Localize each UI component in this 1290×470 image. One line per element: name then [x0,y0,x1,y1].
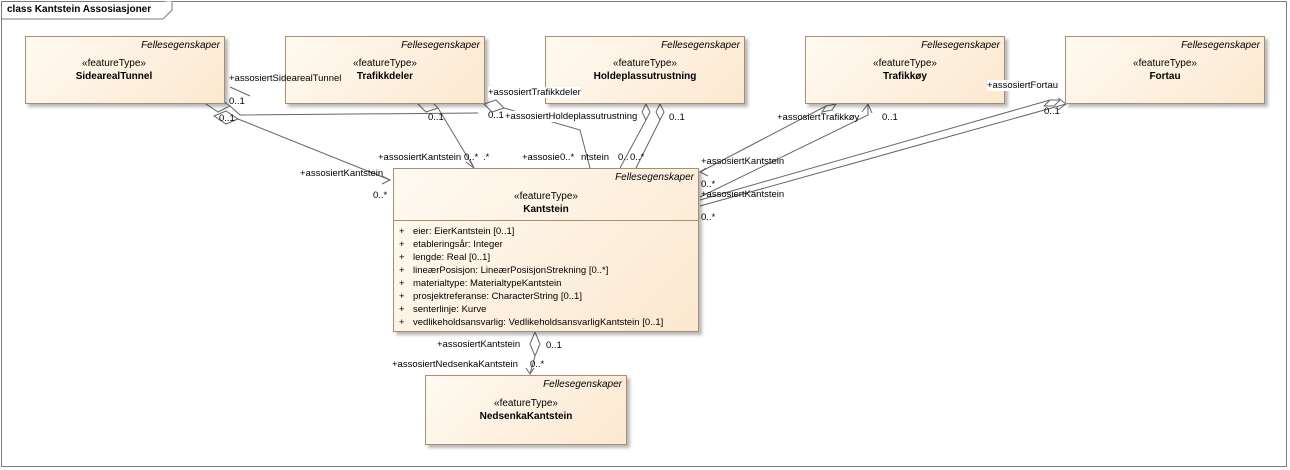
class-sidearealtunnel[interactable]: Fellesegenskaper «featureType» Sideareal… [25,36,225,104]
class-name: NedsenkaKantstein [479,411,573,422]
class-name: Trafikkøy [883,71,927,82]
class-name: Fortau [1149,71,1181,82]
class-stereotype: «featureType» [873,58,937,69]
multiplicity-label: 0..* [373,190,388,201]
association-fortau-kantstein-2 [699,103,1067,207]
class-stereotype: «featureType» [613,58,677,69]
class-tag: Fellesegenskaper [141,40,220,51]
attribute-row: +vedlikeholdsansvarlig: Vedlikeholdsansv… [399,317,664,328]
class-stereotype: «featureType» [514,191,578,202]
class-tag: Fellesegenskaper [1181,40,1260,51]
role-label: +assosie [522,152,560,163]
multiplicity-label: 0..* [530,359,545,370]
class-tag: Fellesegenskaper [661,40,740,51]
class-tag: Fellesegenskaper [921,40,1000,51]
multiplicity-label: 0..* [630,152,645,163]
role-label: +assosiertSidearealTunnel [229,73,342,84]
association-trafikkoy-kantstein-2 [699,104,869,198]
attribute-row: +materialtype: MaterialtypeKantstein [399,278,562,289]
association-sidearealtunnel-kantstein-2 [212,110,391,181]
role-label: +assosiertKantstein [300,168,384,179]
multiplicity-label: 0..1 [882,112,898,123]
class-trafikkoy[interactable]: Fellesegenskaper «featureType» Trafikkøy [805,36,1005,104]
association-holdeplassutrustning-kantstein-2 [635,102,665,169]
role-label: +assosiertKantstein [378,152,462,163]
class-tag: Fellesegenskaper [401,40,480,51]
multiplicity-label: 0..1 [546,340,562,351]
association-trafikkoy-kantstein-1 [699,103,838,173]
attribute-row: +prosjektreferanse: CharacterString [0..… [399,291,582,302]
multiplicity-label: 0..* [464,152,479,163]
class-holdeplassutrustning[interactable]: Fellesegenskaper «featureType» Holdeplas… [545,36,745,104]
class-fortau[interactable]: Fellesegenskaper «featureType» Fortau [1065,36,1265,104]
association-holdeplassutrustning-kantstein-1 [619,102,651,169]
class-name: SidearealTunnel [75,71,153,82]
class-name: Kantstein [523,204,569,215]
attribute-compartment: +eier: EierKantstein [0..1] +etablerings… [394,220,698,331]
role-label: ntstein [581,152,609,163]
class-stereotype: «featureType» [494,398,558,409]
multiplicity-label: 0..1 [219,113,235,124]
class-nedsenkakantstein[interactable]: Fellesegenskaper «featureType» NedsenkaK… [425,375,627,445]
association-fortau-kantstein-1 [699,99,1062,201]
role-label: +assosiertKantstein [701,156,785,167]
class-name: Holdeplassutrustning [593,71,697,82]
attribute-row: +eier: EierKantstein [0..1] [399,226,515,237]
role-label: +assosiertFortau [987,80,1059,91]
attribute-row: +lengde: Real [0..1] [399,252,491,263]
role-label: +assosiertKantstein [437,339,521,350]
role-label: +assosiertNedsenkaKantstein [392,359,518,370]
multiplicity-label: 0..1 [229,96,245,107]
multiplicity-label: 0..1 [428,112,444,123]
role-label: +assosiertTrafikkdeler [488,87,581,98]
multiplicity-label: 0..1 [669,112,685,123]
role-label: +assosiertTrafikkøy [777,112,860,123]
attribute-row: +senterlinje: Kurve [399,304,487,315]
class-kantstein[interactable]: Fellesegenskaper «featureType» Kantstein… [393,168,699,332]
role-label: +assosiertKantstein [701,189,785,200]
multiplicity-label: .* [483,152,490,163]
multiplicity-label: 0..* [560,152,575,163]
multiplicity-label: 0..* [701,179,716,190]
multiplicity-label: 0..1 [488,110,504,121]
class-stereotype: «featureType» [353,58,417,69]
class-trafikkdeler[interactable]: Fellesegenskaper «featureType» Trafikkde… [285,36,485,104]
class-stereotype: «featureType» [82,58,146,69]
class-stereotype: «featureType» [1133,58,1197,69]
attribute-row: +etableringsår: Integer [399,239,503,250]
diagram-title: class Kantstein Assosiasjoner [7,4,152,15]
class-tag: Fellesegenskaper [543,379,622,390]
attribute-row: +lineærPosisjon: LineærPosisjonStrekning… [399,265,609,276]
class-name: Trafikkdeler [356,71,414,82]
class-tag: Fellesegenskaper [615,172,694,183]
association-kantstein-nedsenkakantstein [529,330,541,375]
multiplicity-label: 0..1 [1044,106,1060,117]
multiplicity-label: 0.. [618,152,629,163]
multiplicity-label: 0..* [701,212,716,223]
role-label: +assosiertHoldeplassutrustning [505,111,638,122]
